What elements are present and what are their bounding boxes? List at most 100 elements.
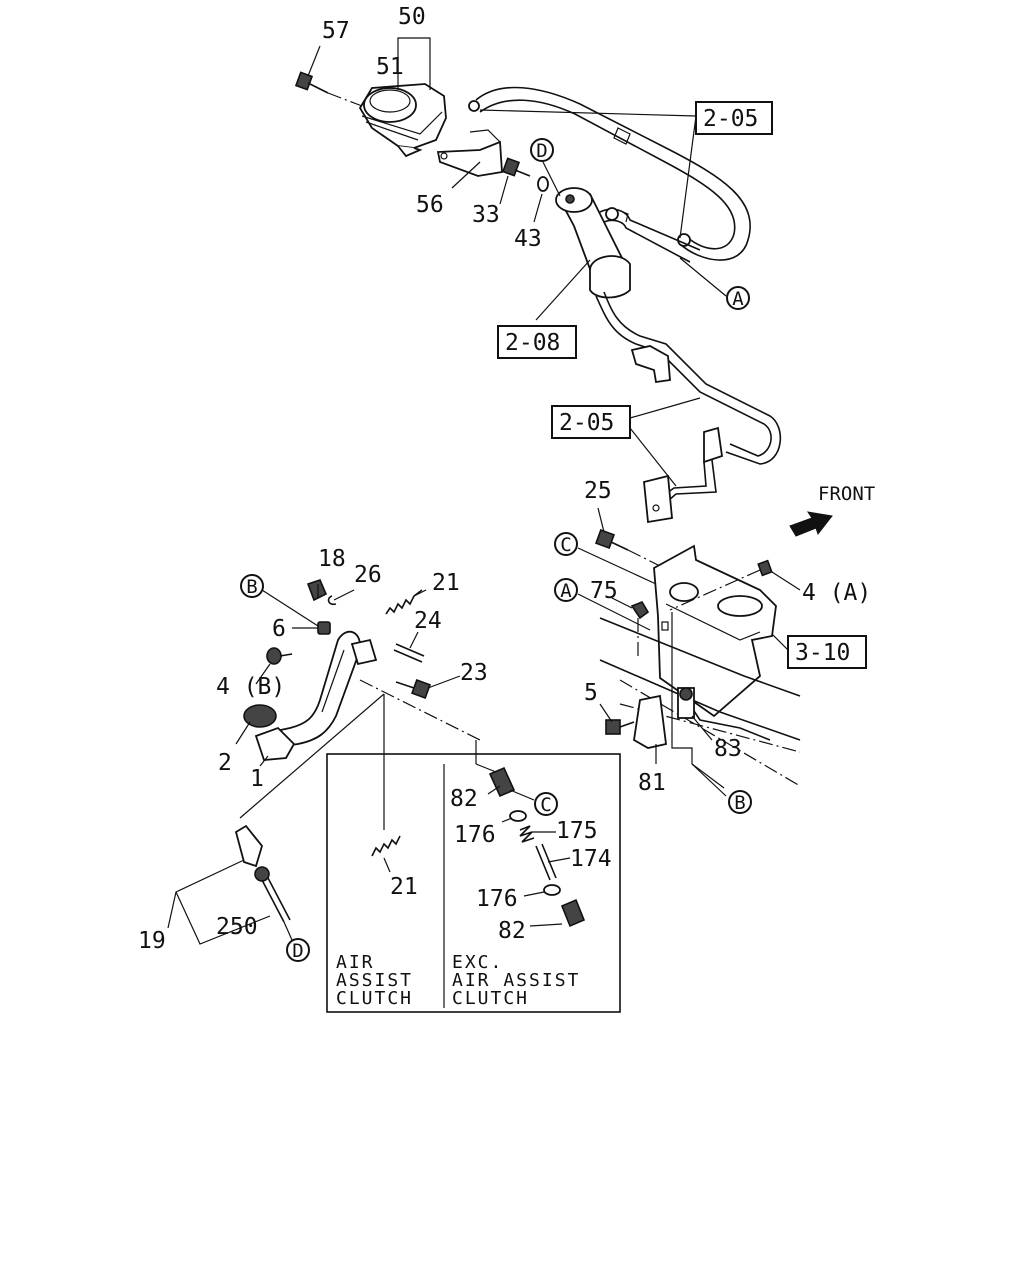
part-label-25: 25 bbox=[584, 478, 612, 504]
bolt-23 bbox=[395, 679, 431, 699]
callout-c-bracket: C bbox=[554, 532, 578, 556]
part-label-175: 175 bbox=[556, 818, 598, 844]
part-label-176-lower: 176 bbox=[476, 886, 518, 912]
svg-text:B: B bbox=[734, 792, 745, 814]
spring-175 bbox=[519, 825, 535, 843]
bracket-3-10 bbox=[653, 544, 777, 718]
variant-box bbox=[326, 740, 621, 1013]
reservoir-assembly bbox=[294, 71, 782, 524]
bracket-81 bbox=[633, 694, 667, 749]
part-label-81: 81 bbox=[638, 770, 666, 796]
part-label-75: 75 bbox=[590, 578, 618, 604]
rod-174 bbox=[535, 843, 557, 881]
part-label-1: 1 bbox=[250, 766, 264, 792]
callout-d-top: D bbox=[530, 138, 554, 162]
ref-box-3-10: 3-10 bbox=[787, 635, 867, 669]
pin-24 bbox=[393, 643, 425, 663]
bracket-56 bbox=[436, 129, 503, 177]
callout-d-bottom: D bbox=[286, 938, 310, 962]
part-label-50: 50 bbox=[398, 4, 426, 30]
svg-text:C: C bbox=[540, 794, 551, 816]
part-label-56: 56 bbox=[416, 192, 444, 218]
part-label-33: 33 bbox=[472, 202, 500, 228]
pedal-pad-2 bbox=[243, 704, 277, 728]
svg-text:D: D bbox=[536, 140, 547, 162]
part-label-83: 83 bbox=[714, 736, 742, 762]
clevis-assembly bbox=[350, 638, 378, 666]
part-label-19: 19 bbox=[138, 928, 166, 954]
callout-b-bracket: B bbox=[728, 790, 752, 814]
part-label-5: 5 bbox=[584, 680, 598, 706]
callout-a-bracket: A bbox=[554, 578, 578, 602]
reservoir-hose bbox=[468, 86, 751, 261]
bolt-25 bbox=[595, 529, 661, 567]
front-arrow-icon bbox=[789, 511, 833, 537]
callout-c-box: C bbox=[534, 792, 558, 816]
clip-26 bbox=[327, 595, 337, 606]
pushrod-clevis-19 bbox=[234, 824, 291, 923]
variant-note-left-line3: CLUTCH bbox=[336, 988, 413, 1009]
ref-box-2-08: 2-08 bbox=[497, 325, 577, 359]
bolt-33 bbox=[501, 157, 531, 177]
front-label: FRONT bbox=[818, 483, 875, 505]
part-label-24: 24 bbox=[414, 608, 442, 634]
part-label-2: 2 bbox=[218, 750, 232, 776]
part-label-51: 51 bbox=[376, 54, 404, 80]
variant-note-right-line2: AIR ASSIST bbox=[452, 970, 580, 991]
pedal-bracket-assembly bbox=[595, 529, 801, 789]
ref-box-2-05-top: 2-05 bbox=[695, 101, 773, 135]
svg-text:C: C bbox=[560, 534, 571, 556]
washer-176-upper bbox=[509, 810, 527, 822]
part-label-6: 6 bbox=[272, 616, 286, 642]
clutch-pipe bbox=[595, 291, 782, 524]
part-label-21-lower: 21 bbox=[390, 874, 418, 900]
variant-note-right-line1: EXC. bbox=[452, 952, 503, 973]
leader-lines bbox=[167, 37, 801, 945]
part-label-23: 23 bbox=[460, 660, 488, 686]
bolt-4A bbox=[669, 559, 773, 611]
part-label-43: 43 bbox=[514, 226, 542, 252]
spring-21-lower bbox=[371, 800, 401, 857]
part-label-174: 174 bbox=[570, 846, 612, 872]
ref-box-2-05-mid: 2-05 bbox=[551, 405, 631, 439]
part-label-21-upper: 21 bbox=[432, 570, 460, 596]
pedal-arm-1 bbox=[254, 630, 361, 761]
part-label-176-upper: 176 bbox=[454, 822, 496, 848]
clevis-82-lower bbox=[560, 898, 586, 928]
bolt-4B bbox=[266, 647, 293, 665]
part-label-18: 18 bbox=[318, 546, 346, 572]
part-label-4a: 4 (A) bbox=[802, 580, 871, 606]
svg-text:A: A bbox=[732, 288, 744, 310]
washer-43 bbox=[537, 176, 549, 192]
callout-a-top: A bbox=[726, 286, 750, 310]
part-label-26: 26 bbox=[354, 562, 382, 588]
nut-18 bbox=[306, 579, 328, 602]
bolt-5 bbox=[605, 719, 635, 735]
part-label-4b: 4 (B) bbox=[216, 674, 285, 700]
svg-text:A: A bbox=[560, 580, 572, 602]
part-label-57: 57 bbox=[322, 18, 350, 44]
part-label-250: 250 bbox=[216, 914, 258, 940]
washer-176-lower bbox=[543, 884, 561, 896]
part-label-82-lower: 82 bbox=[498, 918, 526, 944]
variant-note-left-line2: ASSIST bbox=[336, 970, 413, 991]
bolt-57 bbox=[294, 71, 363, 107]
callout-b-pedal: B bbox=[240, 574, 264, 598]
reservoir-51 bbox=[358, 83, 447, 158]
bushing-6 bbox=[317, 621, 331, 635]
clutch-master-cylinder bbox=[555, 187, 701, 299]
clevis-82-upper bbox=[488, 766, 516, 798]
clutch-pedal-assembly bbox=[234, 579, 481, 923]
svg-text:D: D bbox=[292, 940, 303, 962]
svg-text:2-08: 2-08 bbox=[505, 330, 560, 356]
svg-text:2-05: 2-05 bbox=[559, 410, 614, 436]
svg-text:2-05: 2-05 bbox=[703, 106, 758, 132]
variant-note-right-line3: CLUTCH bbox=[452, 988, 529, 1009]
switch-83 bbox=[677, 687, 695, 719]
svg-text:3-10: 3-10 bbox=[795, 640, 850, 666]
nut-75 bbox=[630, 601, 650, 658]
svg-text:B: B bbox=[246, 576, 257, 598]
variant-note-left-line1: AIR bbox=[336, 952, 375, 973]
part-label-82-upper: 82 bbox=[450, 786, 478, 812]
